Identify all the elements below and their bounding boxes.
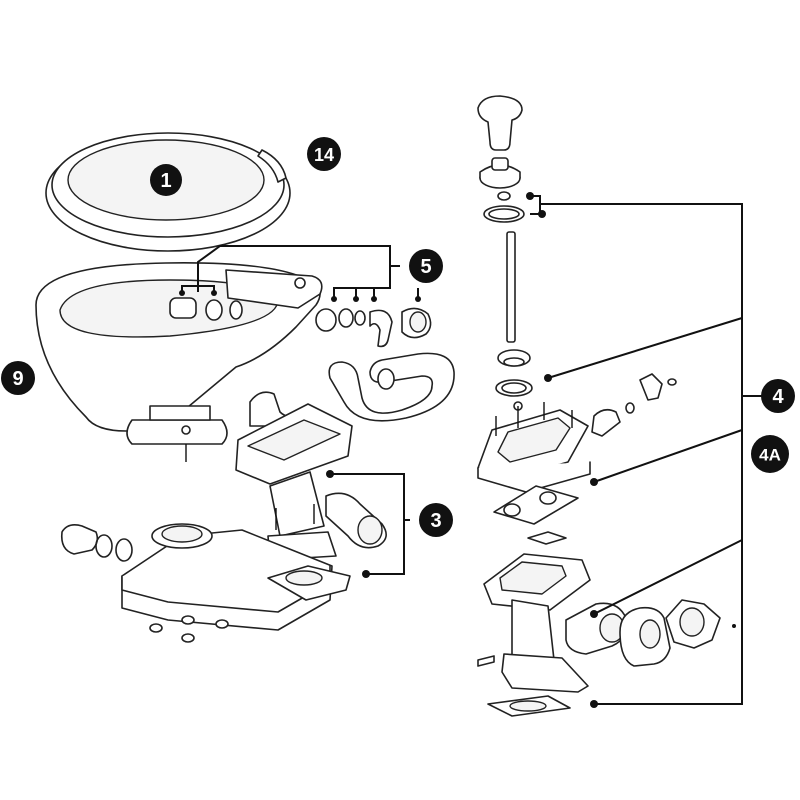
hose-fittings bbox=[315, 307, 432, 348]
pump-base bbox=[121, 523, 351, 631]
svg-text:9: 9 bbox=[12, 368, 23, 390]
callout-badge-9: 9 bbox=[1, 361, 35, 395]
pump-body bbox=[477, 553, 736, 693]
piston-assembly bbox=[495, 349, 533, 411]
pump-cylinder-top bbox=[477, 402, 591, 493]
callout-badge-3: 3 bbox=[419, 503, 453, 537]
callout-4-leaders bbox=[526, 192, 770, 708]
callout-5-leaders bbox=[179, 245, 421, 302]
inlet-nipple-and-orings bbox=[60, 524, 133, 562]
svg-text:5: 5 bbox=[420, 256, 431, 278]
bowl-inlet-fittings bbox=[169, 297, 243, 321]
svg-text:3: 3 bbox=[430, 510, 441, 532]
callout-badge-4: 4 bbox=[761, 379, 795, 413]
pump-rod bbox=[506, 231, 516, 343]
callout-badge-14: 14 bbox=[307, 137, 341, 171]
discharge-hose bbox=[328, 352, 455, 422]
svg-text:1: 1 bbox=[160, 170, 171, 192]
toilet-bowl bbox=[35, 262, 323, 462]
flap-valve-gasket bbox=[493, 485, 579, 545]
base-gasket bbox=[487, 695, 571, 717]
svg-text:14: 14 bbox=[314, 145, 334, 165]
callout-badge-5: 5 bbox=[409, 249, 443, 283]
valve-parts bbox=[591, 373, 677, 437]
pump-handle bbox=[477, 95, 523, 151]
svg-text:4A: 4A bbox=[759, 446, 781, 465]
svg-text:4: 4 bbox=[772, 386, 784, 408]
callout-badge-1: 1 bbox=[150, 164, 182, 196]
callout-3-leaders bbox=[326, 470, 410, 578]
mounting-nuts bbox=[149, 615, 229, 643]
callout-badge-4a: 4A bbox=[751, 435, 789, 473]
pump-top-cap bbox=[479, 157, 525, 223]
